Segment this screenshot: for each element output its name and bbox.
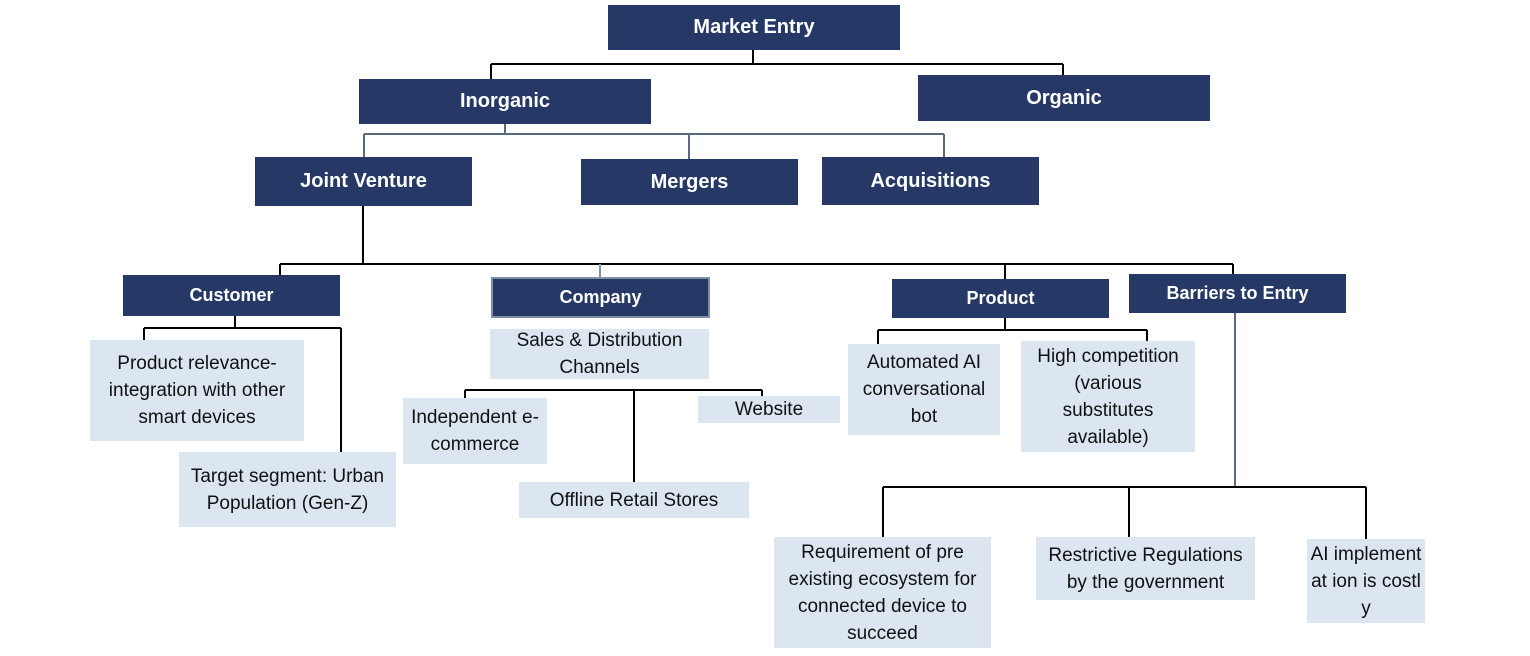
product-relevance-box: Product relevance- integration with othe…: [90, 340, 304, 441]
pre-existing-ecosystem-box: Requirement of pre existing ecosystem fo…: [774, 537, 991, 648]
joint-venture-node: Joint Venture: [255, 157, 472, 206]
offline-retail-stores-box: Offline Retail Stores: [519, 482, 749, 518]
organic-node: Organic: [918, 75, 1210, 121]
company-node: Company: [491, 277, 710, 318]
target-segment-box: Target segment: Urban Population (Gen-Z): [179, 452, 396, 527]
restrictive-regulations-box: Restrictive Regulations by the governmen…: [1036, 537, 1255, 600]
inorganic-node: Inorganic: [359, 79, 651, 124]
barriers-to-entry-node: Barriers to Entry: [1129, 274, 1346, 313]
ai-conversational-bot-box: Automated AI conversational bot: [848, 344, 1000, 435]
product-node: Product: [892, 279, 1109, 318]
high-competition-box: High competition (various substitutes av…: [1021, 341, 1195, 452]
mergers-node: Mergers: [581, 159, 798, 205]
website-box: Website: [698, 396, 840, 423]
customer-node: Customer: [123, 275, 340, 316]
acquisitions-node: Acquisitions: [822, 157, 1039, 205]
market-entry-node: Market Entry: [608, 5, 900, 50]
sales-distribution-channels-box: Sales & Distribution Channels: [490, 329, 709, 379]
ai-implementation-cost-box: AI implementat ion is costly: [1307, 539, 1425, 623]
independent-ecommerce-box: Independent e-commerce: [403, 398, 547, 464]
